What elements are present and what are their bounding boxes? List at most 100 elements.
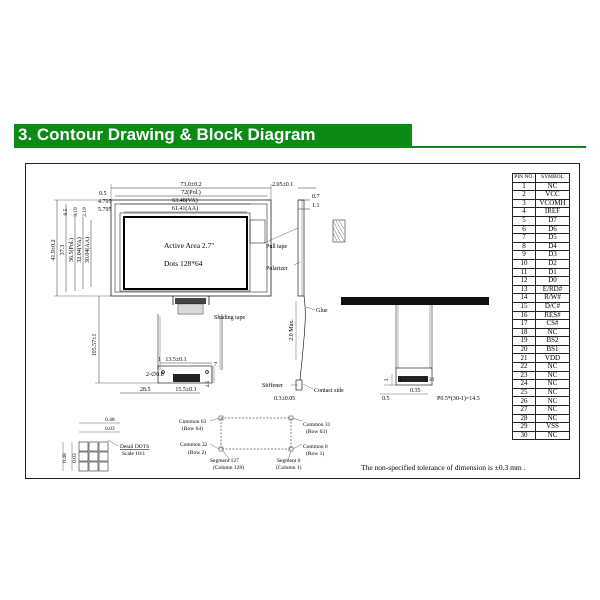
dim-top-offset-2: 3.19 — [73, 207, 79, 217]
dim-offset-b: 4.795 — [98, 199, 112, 205]
dim-035: 0.35 — [410, 388, 421, 394]
com-mr-2: (Row 1) — [306, 450, 324, 457]
side-view-fpc — [299, 295, 306, 381]
dot-gap-v: 0.03 — [72, 453, 78, 463]
fpc-end-outline — [395, 367, 433, 386]
dot-size-v: 0.48 — [62, 453, 68, 463]
dim-pitch: 2-∅0.8 — [146, 371, 164, 378]
seg-br-1: Segment 0 — [277, 458, 301, 464]
com-tl-1: Common 63 — [179, 419, 207, 425]
module-outline — [110, 199, 272, 297]
shading-tape-label: Shading tape — [214, 315, 245, 321]
dim-fpc-length: 105.57±1 — [92, 334, 98, 357]
pin-number: 10 — [512, 258, 536, 269]
contact-side-label: Contact side — [314, 388, 344, 394]
viewing-area — [119, 212, 251, 292]
dim-3: 3 — [384, 378, 390, 381]
dim-7: 7 — [214, 362, 217, 368]
pin-number: 12 — [512, 276, 536, 286]
dim-05: 0.5 — [382, 396, 390, 402]
dim-height-aa: 30.04(AA) — [84, 237, 91, 263]
stiffener-label: Stiffener — [262, 382, 283, 389]
com-tr-1: Common 31 — [303, 422, 331, 428]
pin-symbol: BS1 — [535, 344, 570, 355]
com-tl-2: (Row 64) — [182, 425, 203, 432]
seg-bl-1: Segment 127 — [210, 458, 239, 464]
section-rule — [14, 146, 586, 148]
fpc-contacts — [173, 374, 200, 382]
pin-symbol: D/C# — [535, 301, 570, 312]
pin-symbol: VCC — [535, 190, 570, 200]
pin-symbol: NC — [535, 362, 570, 372]
pin-number: 20 — [512, 344, 536, 355]
pin-symbol: D2 — [535, 258, 570, 269]
pin-no-header: PIN NO. — [512, 173, 536, 183]
dim-stiffener-thk: 0.3±0.05 — [274, 396, 295, 402]
pin-number: 25 — [512, 387, 536, 398]
pin-number: 27 — [512, 405, 536, 415]
dim-va-width: 63.48(VA) — [172, 197, 197, 204]
dim-fpc-width-2: 15.5±0.1 — [175, 387, 196, 393]
pin-table-header: PIN NO. SYMBOL — [512, 173, 570, 183]
dim-fpc-width-1: 13.5±0.1 — [165, 357, 186, 363]
dim-1: 1 — [158, 357, 161, 363]
shading-tape — [175, 298, 206, 304]
dim-overall-width: 73.0±0.2 — [180, 182, 201, 188]
drawing-frame — [25, 163, 580, 479]
dim-45: 4.5 — [205, 380, 211, 387]
dim-height-total: 41.9±0.2 — [51, 239, 57, 260]
dim-height-1: 36.5(Pol.) — [68, 238, 75, 262]
dim-bend: 2.0 Max. — [289, 319, 295, 341]
active-area-label: Active Area 2.7" — [164, 241, 214, 250]
pin-number: 30 — [512, 430, 536, 441]
dim-top-offset-3: 2.19 — [82, 207, 88, 217]
pin-symbol: NC — [535, 430, 570, 441]
com-ml-1: Common 32 — [180, 442, 208, 448]
com-seg-map — [220, 417, 292, 450]
polarizer-label: Polarizer — [266, 266, 288, 272]
dim-height-va: 32.04(VA) — [76, 237, 83, 262]
pin-symbol: CS# — [535, 319, 570, 329]
pin-number: 5 — [512, 215, 536, 226]
pin-1-marker: 1 — [399, 378, 402, 383]
active-area — [123, 216, 248, 290]
pin-symbol: D5 — [535, 233, 570, 243]
dim-offset-c: 5.795 — [98, 207, 112, 213]
section-title: 3. Contour Drawing & Block Diagram — [18, 125, 316, 144]
com-mr-1: Common 0 — [303, 444, 328, 450]
right-pull-tape — [332, 219, 346, 243]
dim-pitch-total: P0.5*(30-1)=14.5 — [437, 395, 480, 402]
dim-11: 1.1 — [312, 203, 320, 209]
pin-number: 7 — [512, 233, 536, 243]
com-tr-2: (Row 63) — [306, 428, 327, 435]
dim-height-pol: 37.3 — [60, 245, 66, 256]
seg-bl-2: (Column 128) — [213, 464, 244, 471]
side-view-glass — [297, 199, 305, 297]
dim-pol-width: 72(Pol.) — [181, 189, 201, 196]
dots-label: Dots 128*64 — [164, 259, 203, 268]
com-ml-2: (Row 2) — [188, 449, 206, 456]
pin-number: 2 — [512, 190, 536, 200]
pin-symbol: D0 — [535, 276, 570, 286]
pin-number: 17 — [512, 319, 536, 329]
fpc-end-pins — [398, 376, 428, 382]
detail-caption-1: Detail DOTS — [120, 444, 149, 450]
